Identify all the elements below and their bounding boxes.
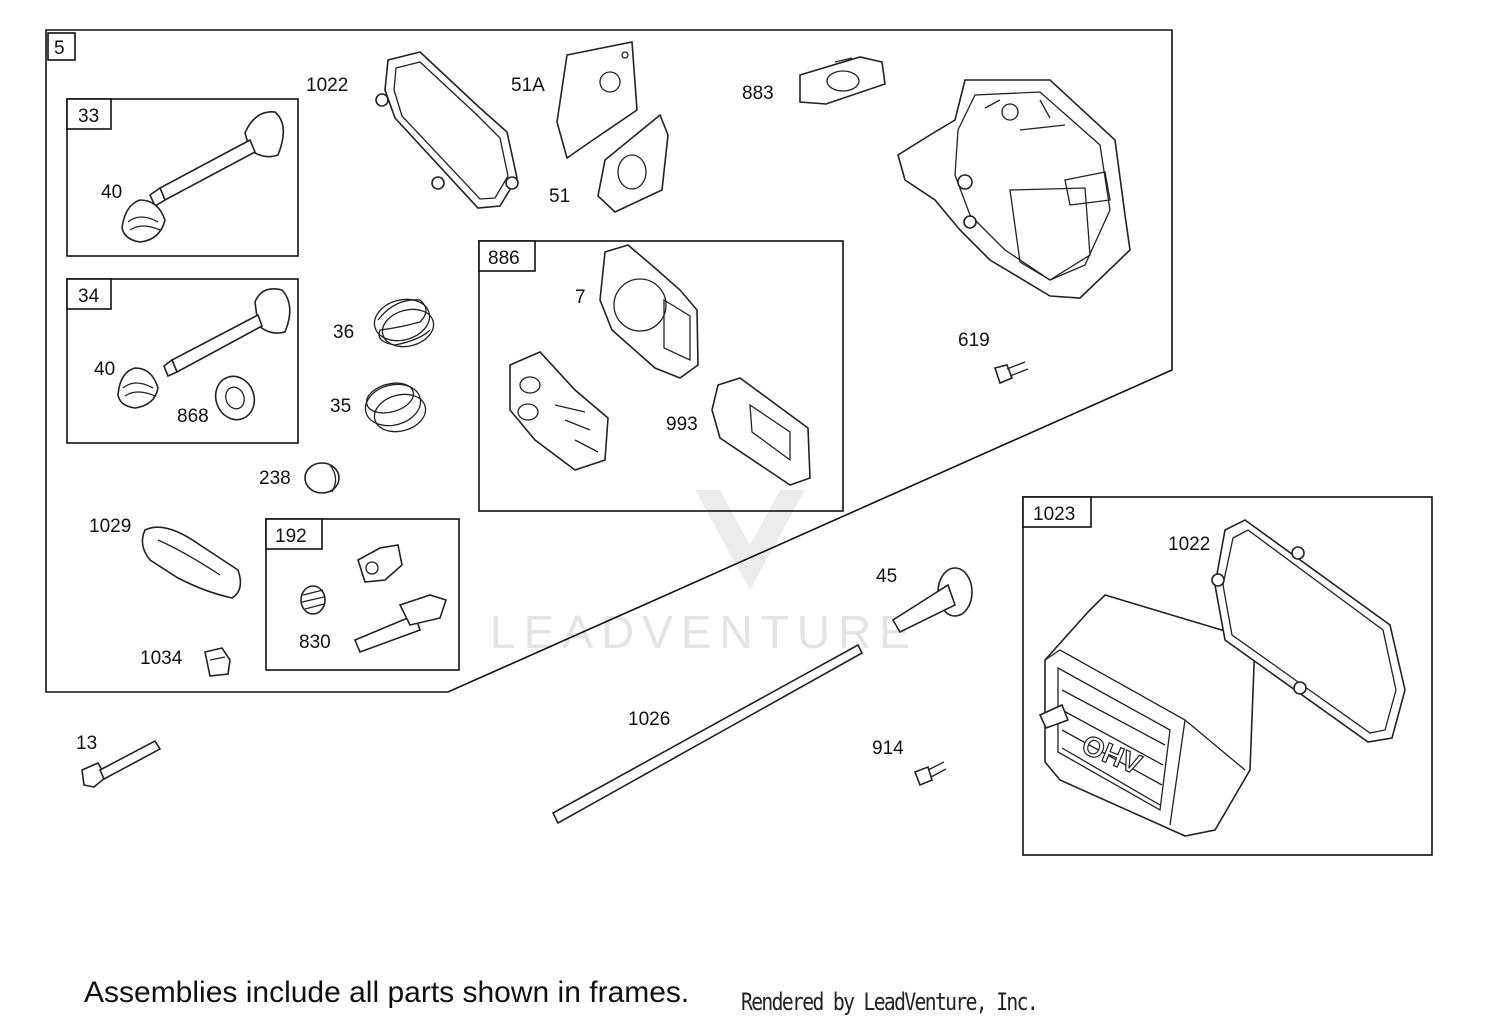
gasket-993-drawing <box>711 377 811 486</box>
frame-label-5: 5 <box>54 38 65 59</box>
valve-cover-1023-drawing: OHV <box>1038 594 1256 837</box>
frame-label-192: 192 <box>275 526 307 547</box>
gasket-883-drawing <box>799 56 886 105</box>
guide-1034-drawing <box>204 647 231 677</box>
gasket-1022-top-drawing <box>375 51 519 209</box>
part-label-1026: 1026 <box>628 709 670 730</box>
frame-1023: 1023 <box>1022 496 1433 856</box>
push-rod-guide-45-drawing <box>891 567 973 634</box>
frame-5: 5 <box>45 29 1173 693</box>
valve-33-drawing <box>148 111 285 208</box>
frame-label-886: 886 <box>488 248 520 269</box>
gasket-51-drawing <box>597 113 669 213</box>
part-label-1034: 1034 <box>140 648 183 669</box>
gasket-51A-drawing <box>556 41 638 160</box>
part-label-993: 993 <box>666 414 698 435</box>
part-label-619: 619 <box>958 330 990 351</box>
part-labels: 1022 51A 883 40 51 7 36 40 619 35 868 99… <box>76 75 1210 759</box>
bolt-619-drawing <box>993 361 1029 385</box>
spring-36-drawing <box>373 298 435 348</box>
frame-label-34: 34 <box>78 286 100 307</box>
valve-seal-40-a-drawing <box>121 199 166 243</box>
frame-886: 886 <box>478 240 844 512</box>
spring-35-drawing <box>364 382 427 433</box>
rocker-arm-1029-drawing <box>141 526 242 599</box>
stud-830-drawing <box>353 594 448 654</box>
part-label-1022-right: 1022 <box>1168 534 1210 555</box>
cylinder-head-drawing <box>897 79 1131 299</box>
gasket-1022-right-drawing <box>1211 519 1406 743</box>
part-label-13: 13 <box>76 733 97 754</box>
watermark-text: LEADVENTURE <box>490 606 918 658</box>
watermark: LEADVENTURE <box>490 415 918 658</box>
part-label-36: 36 <box>333 322 354 343</box>
part-label-40-b: 40 <box>94 359 115 380</box>
part-label-51A: 51A <box>511 75 545 96</box>
part-label-51: 51 <box>549 186 570 207</box>
part-label-7: 7 <box>575 287 586 308</box>
part-label-1029: 1029 <box>89 516 131 537</box>
part-label-45: 45 <box>876 566 897 587</box>
part-label-830: 830 <box>299 632 331 653</box>
valve-34-drawing <box>163 288 291 378</box>
frame-33: 33 <box>66 98 299 257</box>
rotator-868-drawing <box>214 375 256 421</box>
part-label-914: 914 <box>872 738 904 759</box>
frame-34: 34 <box>66 278 299 444</box>
head-gasket-7-drawing <box>599 244 699 379</box>
frame-label-33: 33 <box>78 106 99 127</box>
bolt-13-drawing <box>81 739 162 788</box>
footer-note: Assemblies include all parts shown in fr… <box>84 976 690 1009</box>
frame-label-1023: 1023 <box>1033 504 1075 525</box>
part-label-883: 883 <box>742 83 774 104</box>
part-label-40-a: 40 <box>101 182 122 203</box>
rocker-stud-192-drawing <box>300 544 403 615</box>
frame-192: 192 <box>265 518 460 671</box>
valve-seal-40-b-drawing <box>117 367 159 409</box>
render-credit: Rendered by LeadVenture, Inc. <box>741 988 1039 1016</box>
part-label-238: 238 <box>259 468 291 489</box>
bolt-914-drawing <box>913 761 947 787</box>
plate-886-drawing <box>509 351 609 471</box>
part-label-868: 868 <box>177 406 209 427</box>
part-label-35: 35 <box>330 396 351 417</box>
push-rod-1026-drawing <box>551 643 864 825</box>
cap-238-drawing <box>304 462 340 494</box>
part-label-1022-top: 1022 <box>306 75 348 96</box>
